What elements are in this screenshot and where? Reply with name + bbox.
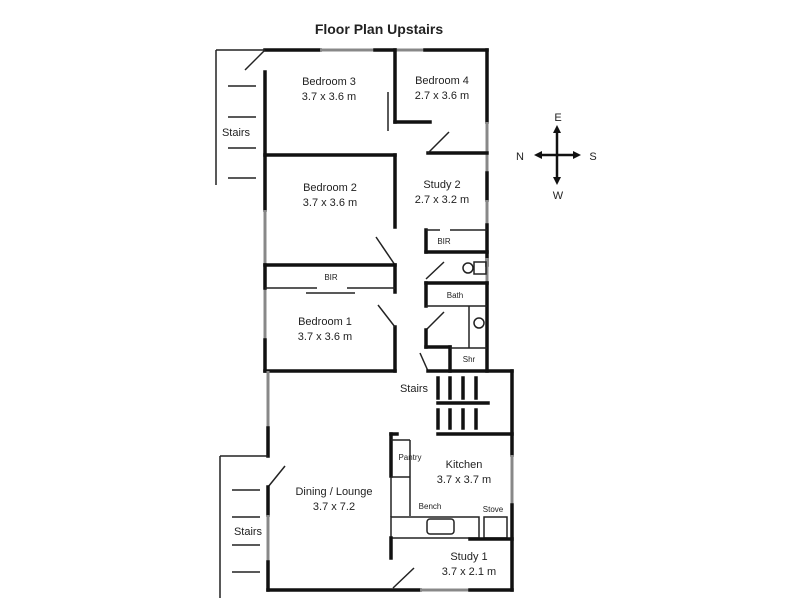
compass-west: W	[553, 190, 564, 202]
room-size-bedroom-3: 3.7 x 3.6 m	[302, 91, 356, 103]
room-name-study-2: Study 2	[423, 179, 460, 191]
bir-study-label: BIR	[437, 237, 451, 246]
walls	[215, 48, 514, 598]
compass: E W N S	[516, 112, 597, 202]
stairs-mid-label: Stairs	[400, 383, 429, 395]
plan-title: Floor Plan Upstairs	[315, 21, 444, 37]
room-size-bedroom-4: 2.7 x 3.6 m	[415, 90, 469, 102]
room-name-bedroom-2: Bedroom 2	[303, 182, 357, 194]
compass-arrow-w-icon	[553, 177, 561, 185]
room-name-kitchen: Kitchen	[446, 459, 483, 471]
compass-east: E	[554, 112, 561, 124]
room-size-bedroom-2: 3.7 x 3.6 m	[303, 197, 357, 209]
compass-arrow-s-icon	[573, 151, 581, 159]
room-labels: Bedroom 3 3.7 x 3.6 m Bedroom 4 2.7 x 3.…	[222, 75, 504, 578]
bench-label: Bench	[419, 502, 442, 511]
room-name-study-1: Study 1	[450, 551, 487, 563]
stove-label: Stove	[483, 505, 504, 514]
compass-arrow-n-icon	[534, 151, 542, 159]
room-name-dining-lounge: Dining / Lounge	[295, 486, 372, 498]
compass-north: N	[516, 151, 524, 163]
pantry-label: Pantry	[398, 453, 421, 462]
room-size-study-2: 2.7 x 3.2 m	[415, 194, 469, 206]
compass-arrow-e-icon	[553, 125, 561, 133]
room-name-bedroom-1: Bedroom 1	[298, 316, 352, 328]
room-size-study-1: 3.7 x 2.1 m	[442, 566, 496, 578]
compass-south: S	[589, 151, 596, 163]
shower-label: Shr	[463, 355, 476, 364]
room-name-bedroom-3: Bedroom 3	[302, 76, 356, 88]
bir-bedroom-label: BIR	[324, 273, 338, 282]
bath-label: Bath	[447, 291, 463, 300]
room-size-kitchen: 3.7 x 3.7 m	[437, 474, 491, 486]
stairs-top-label: Stairs	[222, 127, 251, 139]
stairs-bottom-label: Stairs	[234, 526, 263, 538]
room-size-bedroom-1: 3.7 x 3.6 m	[298, 331, 352, 343]
room-size-dining-lounge: 3.7 x 7.2	[313, 501, 355, 513]
room-name-bedroom-4: Bedroom 4	[415, 75, 469, 87]
